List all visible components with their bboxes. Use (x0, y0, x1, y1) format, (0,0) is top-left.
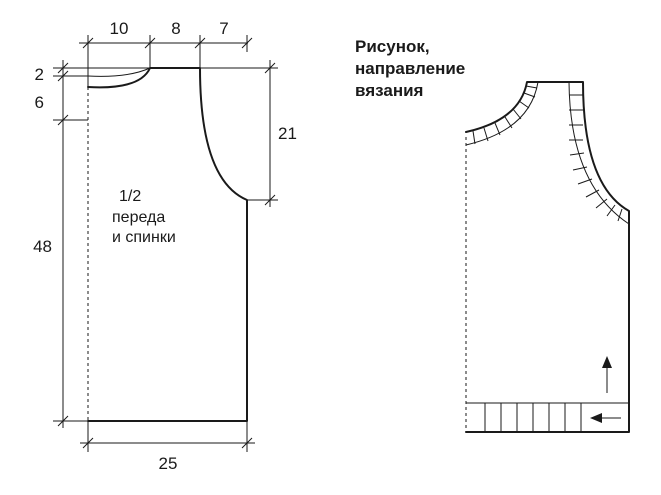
neck-band-ribs (472, 85, 538, 145)
left-arrow-icon (590, 413, 621, 423)
back-neck-curve (87, 67, 151, 77)
piece-label-line1: переда (112, 209, 165, 226)
up-arrow-icon (602, 356, 612, 393)
direction-diagram (465, 81, 630, 433)
pattern-outline (87, 67, 248, 422)
direction-title-line3: вязания (355, 81, 424, 100)
dim-armhole-depth: 21 (278, 124, 297, 143)
dim-total-length: 48 (33, 237, 52, 256)
dim-back-neck-depth: 2 (35, 65, 44, 84)
piece-label-fraction: 1/2 (119, 188, 141, 205)
direction-diagram-title: Рисунок, направление вязания (355, 36, 465, 102)
left-dimension-line (53, 60, 150, 428)
neck-band-inner-edge (465, 81, 539, 146)
dim-neck-width: 10 (110, 19, 129, 38)
direction-title-line1: Рисунок, (355, 37, 430, 56)
armhole-band-inner-edge (568, 81, 630, 225)
dim-front-neck-depth: 6 (35, 93, 44, 112)
dim-bottom-width: 25 (159, 454, 178, 473)
bottom-band-ribs (484, 403, 582, 432)
dim-armhole-width: 7 (219, 19, 228, 38)
armhole-dimension-line (200, 60, 278, 207)
armhole-band-ribs (569, 94, 623, 222)
direction-outline (465, 81, 630, 433)
dim-shoulder-width: 8 (171, 19, 180, 38)
top-dimension-line (79, 35, 253, 88)
direction-title-line2: направление (355, 59, 466, 78)
piece-label-line2: и спинки (112, 229, 176, 246)
bottom-dimension-line (80, 421, 255, 452)
